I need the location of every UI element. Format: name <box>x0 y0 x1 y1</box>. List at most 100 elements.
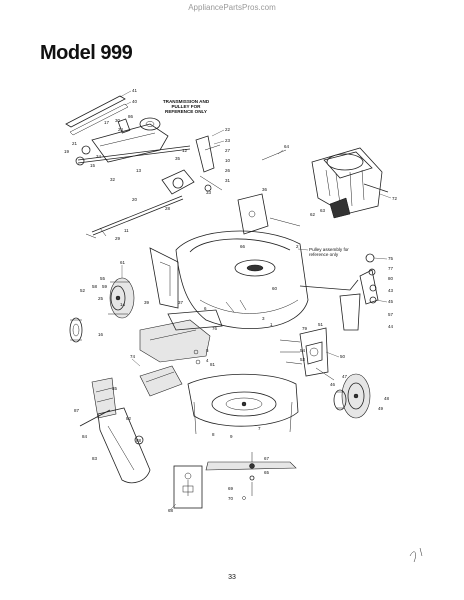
part-number: 81 <box>210 362 216 367</box>
bag-frame <box>79 377 117 427</box>
part-number: 63 <box>320 208 326 213</box>
part-number: 31 <box>225 178 231 183</box>
part-number: 80 <box>388 276 394 281</box>
part-number: 47 <box>342 374 348 379</box>
part-number: 82 <box>126 416 132 421</box>
part-number: 41 <box>132 88 138 93</box>
handle-bracket-right <box>299 253 379 331</box>
part-number: 61 <box>120 260 126 265</box>
part-number: 5 <box>206 348 209 353</box>
part-number: 28 <box>165 206 171 211</box>
transmission-assembly <box>81 117 169 163</box>
part-number: 75 <box>388 256 394 261</box>
part-number: 2 <box>296 244 299 249</box>
part-number: 51 <box>318 322 324 327</box>
gear-bracket <box>161 135 223 195</box>
part-number: 32 <box>110 177 116 182</box>
part-number: 3 <box>262 316 265 321</box>
part-number: 15 <box>90 163 96 168</box>
part-number: 33 <box>206 190 212 195</box>
part-number: 66 <box>240 244 246 249</box>
part-number: 11 <box>124 228 129 233</box>
rear-guard <box>139 319 211 363</box>
part-number: 10 <box>225 158 231 163</box>
drive-rod <box>85 195 184 239</box>
rear-bracket-plate <box>237 193 301 235</box>
misc-hardware <box>242 475 255 500</box>
part-number: 27 <box>225 148 231 153</box>
part-number: 87 <box>74 408 80 413</box>
part-number: 52 <box>80 288 86 293</box>
part-number: 40 <box>132 99 138 104</box>
part-number: 70 <box>228 496 234 501</box>
part-number: 50 <box>340 354 346 359</box>
blade-housing <box>187 373 299 435</box>
part-number: 59 <box>102 284 108 289</box>
transmission-note: TRANSMISSION AND PULLEY FOR REFERENCE ON… <box>155 99 217 114</box>
part-number: 60 <box>272 286 278 291</box>
part-number: 62 <box>310 212 316 217</box>
part-number: 83 <box>92 456 98 461</box>
part-number: 53 <box>300 357 306 362</box>
part-number: 43 <box>388 288 394 293</box>
part-number: 24 <box>118 127 124 132</box>
part-number: 72 <box>392 196 398 201</box>
left-gear <box>69 317 83 343</box>
part-number: 44 <box>388 324 394 329</box>
part-number: 13 <box>136 168 142 173</box>
part-number: 58 <box>92 284 98 289</box>
part-number: 84 <box>82 434 88 439</box>
part-number: 77 <box>388 266 394 271</box>
part-number: 26 <box>225 168 231 173</box>
upper-handle-part <box>65 95 129 136</box>
transmission-note-line-3: REFERENCE ONLY <box>165 109 207 114</box>
part-number: 35 <box>175 156 181 161</box>
part-number: 76 <box>212 326 218 331</box>
mower-blade <box>205 452 297 471</box>
part-number: 74 <box>130 354 136 359</box>
part-number: 54 <box>300 348 306 353</box>
part-number: 21 <box>72 141 78 146</box>
part-number: 37 <box>178 300 184 305</box>
transmission-note-line-1: TRANSMISSION AND <box>162 99 210 104</box>
part-number: 4 <box>206 358 209 363</box>
mower-deck <box>149 230 309 329</box>
hardware-kit <box>173 465 203 509</box>
pen-mark <box>409 547 423 563</box>
part-number: 25 <box>98 296 104 301</box>
engine <box>261 147 389 219</box>
grass-bag <box>97 407 151 484</box>
part-number: 86 <box>128 114 134 119</box>
part-callouts: 41 40 17 30 24 86 21 19 34 15 32 13 12 3… <box>64 88 398 513</box>
part-number: 46 <box>330 382 336 387</box>
part-number: 6 <box>204 306 207 311</box>
control-bracket <box>279 327 335 381</box>
part-number: 9 <box>230 434 233 439</box>
part-number: 12 <box>182 148 188 153</box>
model-title: Model 999 <box>40 42 133 64</box>
part-number: 34 <box>96 154 102 159</box>
side-discharge-chute <box>139 365 183 397</box>
part-number: 39 <box>144 300 150 305</box>
part-number: 64 <box>284 144 290 149</box>
part-number: 16 <box>98 332 104 337</box>
part-number: 68 <box>168 508 174 513</box>
pulley-note: Pulley assembly for reference only <box>309 247 361 257</box>
left-rear-wheel <box>108 277 135 319</box>
part-number: 1 <box>270 322 273 327</box>
watermark: AppliancePartsPros.com <box>188 3 276 12</box>
part-number: 49 <box>378 406 384 411</box>
part-number: 7 <box>258 426 261 431</box>
part-number: 22 <box>225 127 231 132</box>
pulley-note-line-2: reference only <box>309 252 339 257</box>
part-number: 65 <box>264 470 270 475</box>
part-number: 57 <box>388 312 394 317</box>
part-number: 14 <box>120 302 126 307</box>
pulley-note-line-1: Pulley assembly for <box>309 247 349 252</box>
part-number: 88 <box>136 438 142 443</box>
part-number: 79 <box>302 326 308 331</box>
part-number: 85 <box>112 386 118 391</box>
part-number: 67 <box>264 456 270 461</box>
part-number: 8 <box>212 432 215 437</box>
part-number: 20 <box>132 197 138 202</box>
